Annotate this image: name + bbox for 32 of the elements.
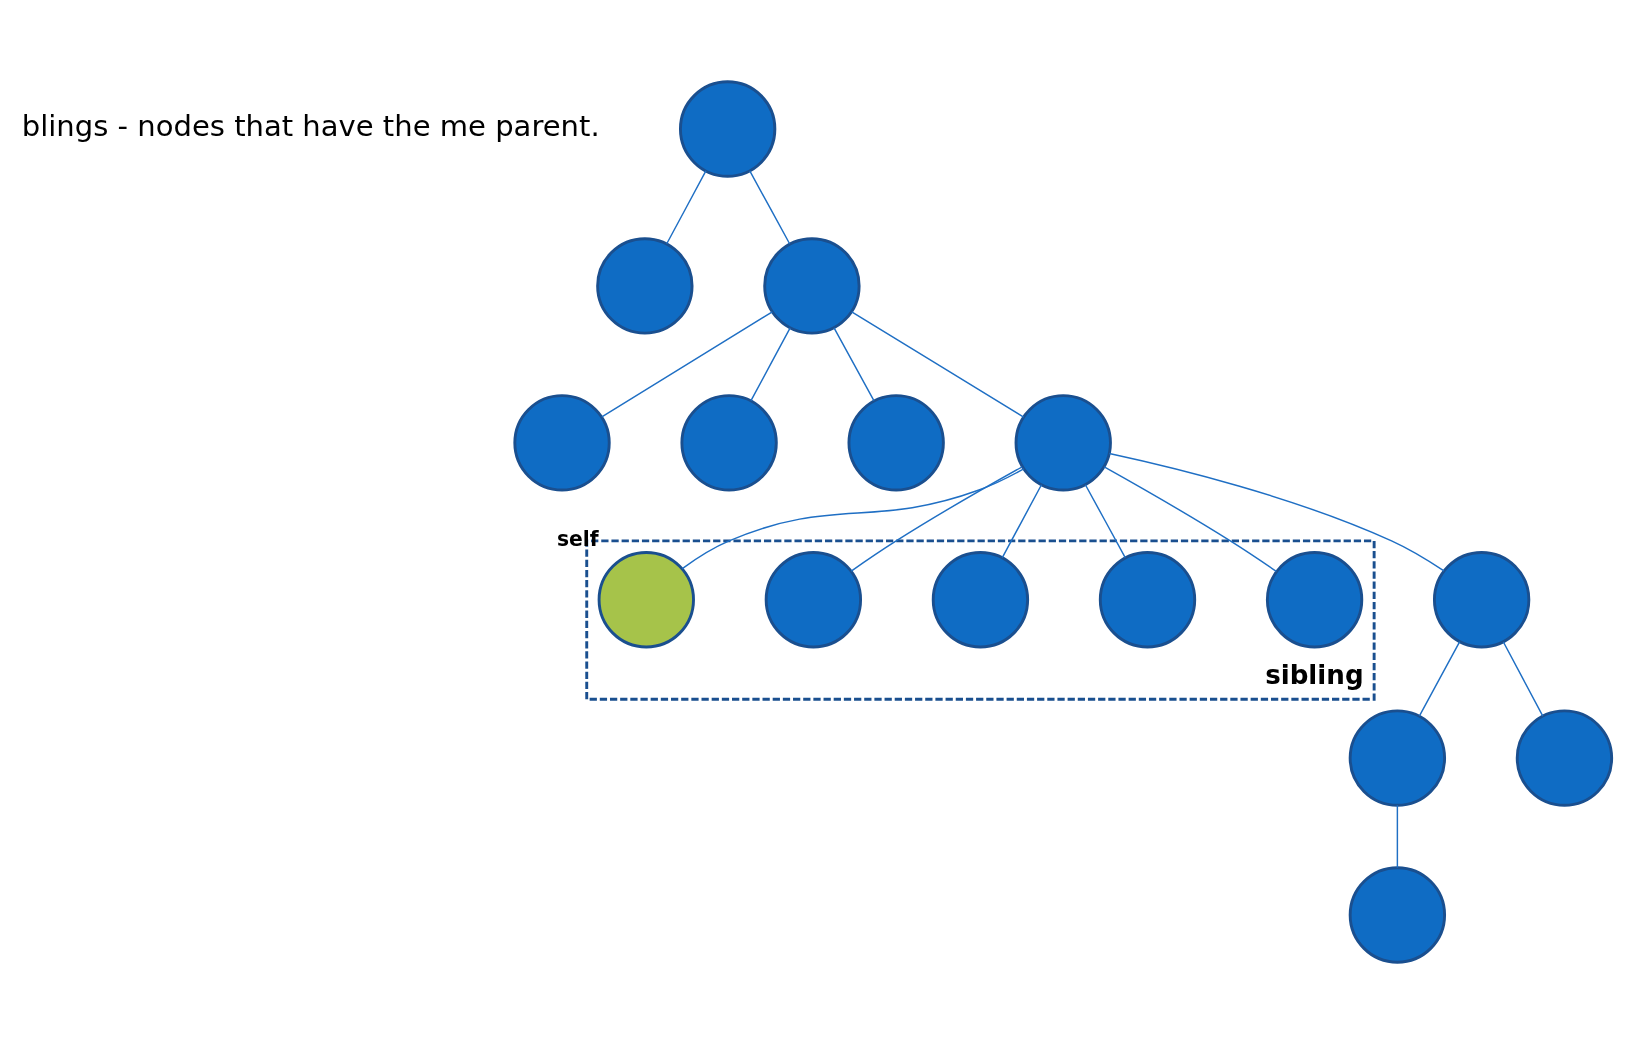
- node-circle: [763, 236, 861, 335]
- node-circle: [1098, 550, 1197, 648]
- connector: [850, 465, 1023, 572]
- connector: [750, 326, 791, 401]
- connector: [749, 169, 791, 244]
- connector: [1502, 640, 1544, 717]
- node-circle: [1515, 708, 1614, 807]
- connector: [851, 310, 1025, 418]
- node-circle: [680, 393, 778, 491]
- label: blings - nodes that have the me parent.: [21, 108, 600, 143]
- connector: [1396, 804, 1399, 868]
- connector: [1001, 483, 1043, 558]
- connector: [833, 326, 875, 401]
- node-circle: [764, 550, 863, 648]
- node-circle: [597, 550, 695, 648]
- node-circle: [596, 236, 694, 335]
- node-circle: [678, 79, 777, 178]
- node-circle: [513, 393, 611, 491]
- node-circle: [847, 393, 945, 491]
- connector: [1103, 465, 1278, 572]
- connector: [1084, 483, 1126, 558]
- node-circle: [1348, 865, 1447, 964]
- node-circle: [1348, 708, 1447, 807]
- connector: [681, 467, 1025, 569]
- node-circle: [931, 550, 1030, 648]
- node-circle: [1265, 550, 1364, 648]
- node-circle: [1014, 393, 1112, 491]
- node-circle: [1432, 550, 1531, 648]
- connector: [601, 310, 774, 418]
- connector: [1418, 640, 1461, 717]
- connector: [1108, 452, 1445, 572]
- connector: [666, 169, 707, 244]
